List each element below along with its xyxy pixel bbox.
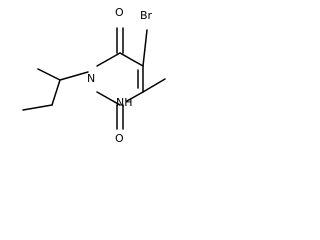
nitrogen-h-label: NH xyxy=(116,96,133,109)
bond-ch-me xyxy=(37,68,61,81)
bond-n3-ch xyxy=(59,71,89,81)
bond-c6-n1 xyxy=(126,91,144,102)
bromine-label: Br xyxy=(140,9,153,22)
structure-diagram: Br O N NH O xyxy=(22,6,166,145)
bond-ch-ch2 xyxy=(51,79,61,106)
oxygen-top-label: O xyxy=(115,6,124,19)
bond-ch2-ch3 xyxy=(22,104,53,111)
nitrogen-ring-label: N xyxy=(87,72,95,85)
oxygen-bottom-label: O xyxy=(115,132,124,145)
bond-c2-n3 xyxy=(96,91,121,106)
bond-c5-br xyxy=(142,29,148,67)
bond-c6-methyl xyxy=(142,78,166,93)
bond-n3-c4 xyxy=(96,52,121,67)
bond-c4-c5 xyxy=(119,52,144,67)
